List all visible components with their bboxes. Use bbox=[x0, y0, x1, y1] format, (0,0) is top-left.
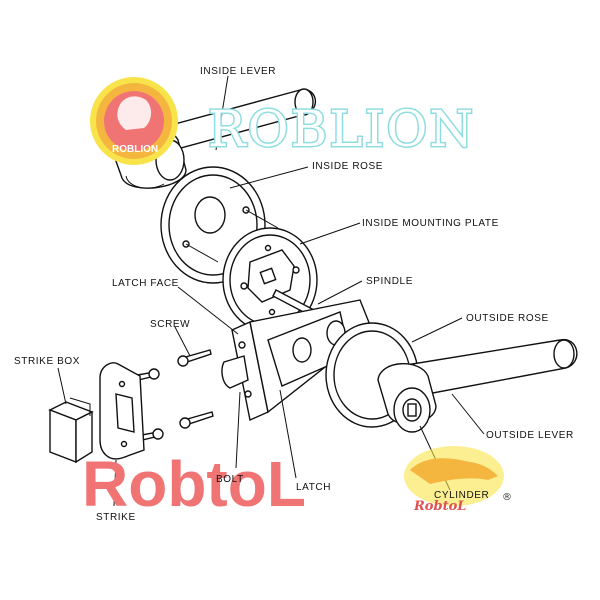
leader-lines bbox=[57, 75, 485, 507]
label-strike: STRIKE bbox=[96, 512, 136, 523]
bolt bbox=[221, 355, 249, 389]
screw-lower bbox=[179, 411, 214, 429]
roblion-watermark: ROBLION bbox=[207, 99, 475, 160]
outside-lever bbox=[377, 339, 578, 433]
label-latch-face: LATCH FACE bbox=[112, 278, 179, 289]
roblion-logo: ROBLION bbox=[90, 77, 178, 165]
screw-upper bbox=[177, 349, 212, 367]
roblion-wordmark: ROBLION bbox=[208, 100, 475, 158]
registered-mark: ® bbox=[502, 492, 512, 503]
screw-group bbox=[131, 349, 214, 442]
strike-box bbox=[48, 397, 94, 464]
robtol-logo: RobtoL ® bbox=[404, 446, 512, 514]
label-inside-rose: INSIDE ROSE bbox=[312, 161, 383, 172]
label-outside-lever: OUTSIDE LEVER bbox=[486, 430, 574, 441]
robtol-wordmark: RobtoL bbox=[82, 448, 306, 520]
label-bolt: BOLT bbox=[216, 474, 244, 485]
label-cylinder: CYLINDER bbox=[434, 490, 489, 501]
label-strike-box: STRIKE BOX bbox=[14, 356, 80, 367]
label-spindle: SPINDLE bbox=[366, 276, 413, 287]
label-outside-rose: OUTSIDE ROSE bbox=[466, 313, 549, 324]
robtol-watermark: RobtoL bbox=[82, 448, 306, 520]
strike-plate bbox=[99, 362, 145, 460]
label-inside-mounting-plate: INSIDE MOUNTING PLATE bbox=[362, 218, 499, 229]
roblion-logo-text: ROBLION bbox=[112, 144, 158, 155]
label-inside-lever: INSIDE LEVER bbox=[200, 66, 276, 77]
label-screw: SCREW bbox=[150, 319, 190, 330]
label-latch: LATCH bbox=[296, 482, 331, 493]
robtol-logo-text: RobtoL bbox=[413, 499, 466, 514]
